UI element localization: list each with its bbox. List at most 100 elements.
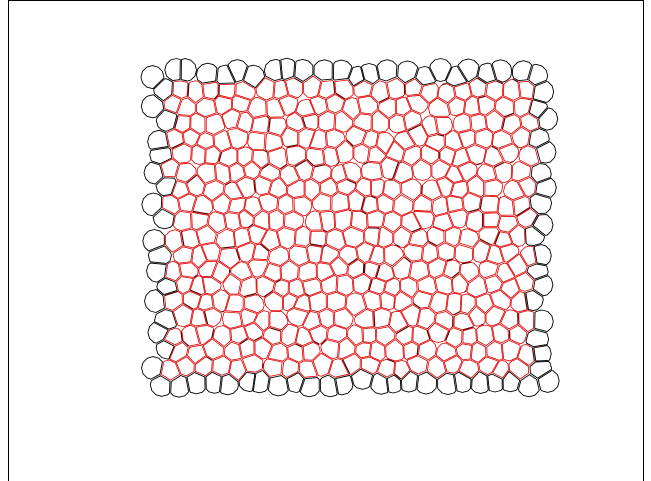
- adhesion-segment: [282, 80, 284, 81]
- interior-cell: [267, 99, 285, 118]
- interior-cell: [199, 261, 217, 276]
- adhesion-segment: [532, 215, 538, 226]
- adhesion-segment: [477, 163, 482, 164]
- interior-cell: [337, 275, 353, 295]
- interior-cell: [353, 274, 371, 294]
- interior-cell: [404, 111, 422, 130]
- interior-cell: [467, 276, 487, 297]
- adhesion-segment: [336, 93, 345, 99]
- boundary-cell: [538, 371, 559, 393]
- interior-cell: [197, 164, 215, 183]
- interior-cell: [256, 78, 274, 100]
- interior-cell: [310, 130, 326, 149]
- interior-cell: [253, 244, 269, 260]
- interior-cell: [396, 97, 411, 115]
- interior-cell: [504, 180, 525, 199]
- interior-cell: [248, 260, 268, 277]
- boundary-cell: [221, 374, 239, 395]
- interior-cell: [454, 83, 471, 100]
- interior-cell: [387, 78, 405, 99]
- interior-cell: [213, 356, 231, 375]
- interior-cell: [173, 81, 188, 98]
- boundary-cell: [268, 376, 288, 396]
- interior-cell: [328, 292, 346, 311]
- interior-cell: [519, 81, 534, 99]
- adhesion-segment: [393, 162, 399, 179]
- boundary-cell: [529, 129, 549, 148]
- boundary-cell: [539, 108, 558, 130]
- interior-cell: [435, 276, 452, 295]
- interior-cell: [466, 210, 483, 231]
- adhesion-segment: [500, 197, 501, 198]
- interior-cell: [268, 343, 287, 361]
- interior-cell: [487, 342, 503, 361]
- interior-cell: [351, 211, 367, 230]
- interior-cell: [452, 274, 467, 294]
- interior-cell: [310, 97, 327, 116]
- interior-cell: [370, 246, 384, 264]
- interior-cell: [296, 327, 313, 345]
- interior-cell: [447, 196, 463, 212]
- boundary-cell: [401, 371, 417, 392]
- adhesion-segment: [187, 175, 197, 183]
- adhesion-segment: [481, 324, 483, 325]
- adhesion-segment: [417, 346, 418, 355]
- interior-cell: [339, 338, 355, 359]
- interior-cell: [401, 305, 420, 327]
- interior-cell: [520, 246, 536, 266]
- interior-cell: [255, 338, 272, 359]
- interior-cell: [299, 129, 315, 149]
- interior-cell: [222, 312, 242, 328]
- interior-cell: [471, 114, 487, 131]
- interior-cell: [408, 125, 428, 147]
- interior-cell: [425, 135, 444, 152]
- interior-cell: [484, 146, 503, 166]
- adhesion-segment: [250, 131, 251, 132]
- adhesion-segment: [509, 330, 510, 339]
- interior-cell: [421, 84, 439, 103]
- boundary-cell: [150, 376, 170, 397]
- interior-cell: [196, 98, 216, 117]
- boundary-cell: [525, 227, 544, 246]
- interior-cell: [459, 130, 475, 147]
- interior-cell-edges: [161, 76, 539, 380]
- interior-cell: [234, 228, 250, 247]
- boundary-cell: [534, 346, 551, 361]
- interior-cell: [357, 243, 374, 263]
- interior-cell: [303, 342, 320, 360]
- interior-cell: [299, 361, 317, 377]
- adhesion-segment: [520, 149, 521, 150]
- interior-cell: [188, 81, 203, 103]
- interior-cell: [212, 290, 229, 312]
- interior-cell: [484, 213, 500, 227]
- interior-cell: [348, 325, 363, 345]
- interior-cell: [320, 211, 334, 231]
- interior-cell: [354, 81, 373, 97]
- adhesion-segment: [511, 162, 514, 163]
- interior-cell: [219, 84, 235, 98]
- interior-cell: [177, 277, 194, 294]
- boundary-cell: [281, 58, 295, 79]
- interior-cell: [354, 144, 369, 163]
- interior-cell: [364, 228, 379, 246]
- interior-cell: [223, 274, 241, 294]
- adhesion-segment: [404, 84, 405, 94]
- interior-cell: [192, 213, 209, 230]
- interior-cell: [332, 193, 349, 212]
- interior-cell: [394, 292, 412, 311]
- interior-cell: [486, 81, 503, 100]
- interior-cell: [438, 243, 455, 261]
- interior-cell: [305, 179, 320, 200]
- interior-cell: [445, 131, 462, 150]
- interior-cell: [208, 212, 226, 233]
- boundary-cell: [430, 59, 451, 82]
- adhesion-segment: [172, 143, 184, 149]
- boundary-cell: [253, 371, 269, 393]
- boundary-cell: [446, 66, 467, 86]
- interior-cell: [296, 99, 315, 116]
- boundary-cell: [142, 357, 163, 380]
- interior-cell: [192, 145, 205, 164]
- interior-cell: [202, 243, 220, 260]
- boundary-cell: [534, 245, 551, 265]
- interior-cell: [176, 163, 196, 182]
